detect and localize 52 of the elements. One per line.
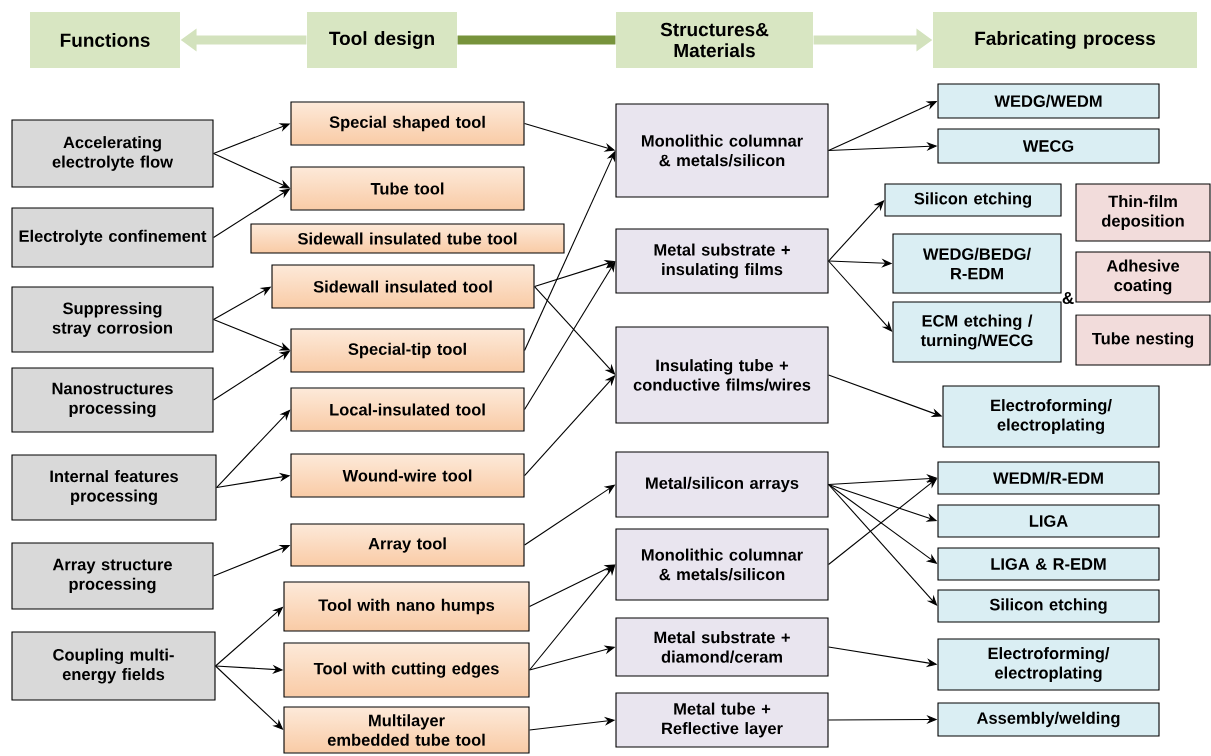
tool-box: Tool with cutting edges xyxy=(283,642,530,698)
structure-box: Monolithic columnar & metals/silicon xyxy=(615,103,829,198)
structure-box: Insulating tube + conductive films/wires xyxy=(615,326,829,424)
function-box: Accelerating electrolyte flow xyxy=(11,119,214,188)
structure-box: Monolithic columnar & metals/silicon xyxy=(615,528,829,601)
tool-box: Local-insulated tool xyxy=(290,387,525,432)
structure-box: Metal/silicon arrays xyxy=(615,451,829,518)
arrow xyxy=(828,483,938,606)
function-box: Array structure processing xyxy=(11,542,214,610)
tool-box: Wound-wire tool xyxy=(290,453,525,498)
structure-box: Metal substrate + diamond/ceram xyxy=(615,617,829,677)
tool-box: Sidewall insulated tool xyxy=(271,264,535,309)
function-box: Internal features processing xyxy=(11,454,217,521)
tool-box: Tube tool xyxy=(290,166,525,211)
header-box: Tool design xyxy=(307,12,457,68)
function-box: Electrolyte confinement xyxy=(11,207,214,268)
process-box: WEDG/BEDG/ R-EDM xyxy=(892,233,1062,294)
header-box: Functions xyxy=(30,12,180,68)
function-box: Suppressing stray corrosion xyxy=(11,286,214,353)
process-box: Electroforming/ electroplating xyxy=(937,638,1160,691)
function-box: Coupling multi-energy fields xyxy=(11,631,216,701)
tool-box: Special shaped tool xyxy=(290,101,525,146)
process-box: Adhesive coating xyxy=(1075,251,1211,303)
process-box: Thin-film deposition xyxy=(1075,183,1211,242)
process-box: Silicon etching xyxy=(884,183,1062,217)
arrow xyxy=(524,261,616,411)
tool-box: Array tool xyxy=(290,523,525,567)
header-box: Structures& Materials xyxy=(616,12,813,68)
process-box: Assembly/welding xyxy=(937,702,1160,737)
arrow xyxy=(524,375,616,477)
structure-box: Metal tube + Reflective layer xyxy=(615,692,829,748)
structure-box: Metal substrate + insulating films xyxy=(615,228,829,294)
process-box: Electroforming/ electroplating xyxy=(942,385,1160,448)
connector-line xyxy=(457,35,616,45)
process-box: WECG xyxy=(937,128,1160,164)
ampersand-label: & xyxy=(1062,292,1074,304)
process-box: ECM etching / turning/WECG xyxy=(892,301,1062,363)
arrow xyxy=(828,200,885,262)
tool-box: Special-tip tool xyxy=(290,328,525,373)
process-box: WEDM/R-EDM xyxy=(937,461,1160,495)
tool-box: Tool with nano humps xyxy=(283,581,530,632)
tool-box: Multilayer embedded tube tool xyxy=(283,706,530,754)
tool-box: Sidewall insulated tube tool xyxy=(250,223,565,254)
function-box: Nanostructures processing xyxy=(11,367,214,433)
arrow xyxy=(828,260,893,332)
arrow xyxy=(534,285,616,375)
process-box: LIGA xyxy=(937,504,1160,538)
process-box: Tube nesting xyxy=(1075,314,1211,366)
process-box: Silicon etching xyxy=(937,589,1160,623)
process-box: WEDG/WEDM xyxy=(937,83,1160,119)
process-box: LIGA & R-EDM xyxy=(937,547,1160,581)
header-box: Fabricating process xyxy=(933,12,1197,68)
